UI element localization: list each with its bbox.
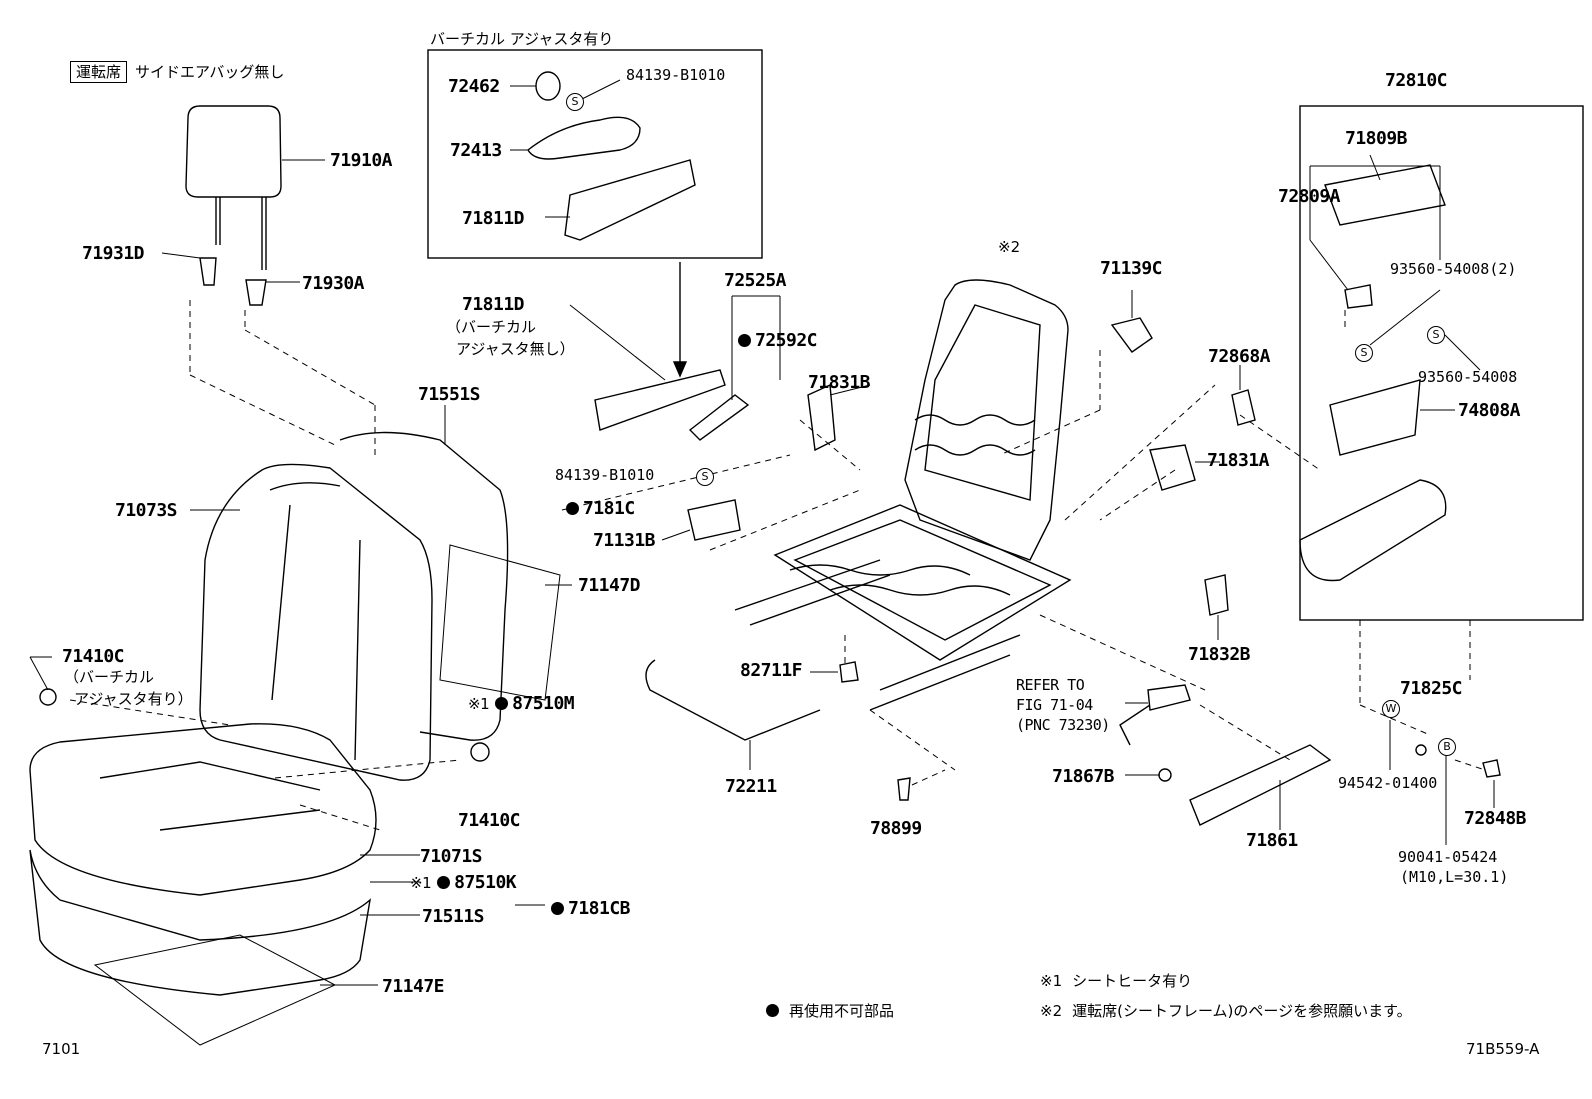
seat-note: サイドエアバッグ無し bbox=[135, 63, 285, 81]
part-71811D-mid: 71811D bbox=[462, 294, 525, 315]
part-71811D-note2: アジャスタ無し） bbox=[456, 340, 575, 358]
part-93560-54008: 93560-54008 bbox=[1418, 368, 1518, 386]
note1-text: シートヒータ有り bbox=[1072, 972, 1193, 990]
b-marker: B bbox=[1438, 738, 1456, 756]
part-87510M: ※1 87510M bbox=[468, 693, 575, 714]
part-87510K: ※1 87510K bbox=[410, 872, 517, 893]
part-72848B: 72848B bbox=[1464, 808, 1527, 829]
ref-line2: FIG 71-04 bbox=[1016, 696, 1093, 714]
note1-mark: ※1 bbox=[1040, 972, 1063, 990]
s-marker: S bbox=[1427, 326, 1445, 344]
part-71073S: 71073S bbox=[115, 500, 178, 521]
part-71147E: 71147E bbox=[382, 976, 445, 997]
part-71832B: 71832B bbox=[1188, 644, 1251, 665]
s-marker: S bbox=[566, 93, 584, 111]
nonreusable-dot bbox=[551, 902, 564, 915]
part-71131B: 71131B bbox=[593, 530, 656, 551]
part-72525A: 72525A bbox=[724, 270, 787, 291]
vertical-adjuster-box bbox=[427, 49, 763, 259]
part-93560-54008-2: 93560-54008(2) bbox=[1390, 260, 1517, 278]
leader-lines bbox=[29, 79, 1495, 986]
part-7181CB-text: 7181CB bbox=[568, 898, 631, 919]
part-72592C-text: 72592C bbox=[755, 330, 818, 351]
part-71831A: 71831A bbox=[1207, 450, 1270, 471]
part-72868A: 72868A bbox=[1208, 346, 1271, 367]
w-marker: W bbox=[1382, 700, 1400, 718]
part-71861: 71861 bbox=[1246, 830, 1298, 851]
legend-nonreusable-text: 再使用不可部品 bbox=[789, 1002, 895, 1020]
note2-mark: ※2 bbox=[1040, 1002, 1063, 1020]
part-71825C: 71825C bbox=[1400, 678, 1463, 699]
part-71551S: 71551S bbox=[418, 384, 481, 405]
nonreusable-dot bbox=[566, 502, 579, 515]
part-84139-top: 84139-B1010 bbox=[626, 66, 726, 84]
headrest-shape bbox=[185, 105, 282, 306]
part-71410C-bottom: 71410C bbox=[458, 810, 521, 831]
part-71071S: 71071S bbox=[420, 846, 483, 867]
nonreusable-dot bbox=[738, 334, 751, 347]
seat-header: 運転席サイドエアバッグ無し bbox=[70, 61, 285, 83]
part-7181C: 7181C bbox=[566, 500, 635, 518]
part-71139C: 71139C bbox=[1100, 258, 1163, 279]
vertical-adjuster-title: バーチカル アジャスタ有り bbox=[430, 30, 614, 48]
part-78899: 78899 bbox=[870, 818, 922, 839]
mark1b: ※1 bbox=[410, 874, 432, 892]
part-71809B: 71809B bbox=[1345, 128, 1408, 149]
legend-nonreusable: 再使用不可部品 bbox=[766, 1002, 894, 1020]
legend-note2: ※2 運転席(シートフレーム)のページを参照願います。 bbox=[1040, 1002, 1412, 1020]
part-71511S: 71511S bbox=[422, 906, 485, 927]
part-71831B: 71831B bbox=[808, 372, 871, 393]
s-marker: S bbox=[1355, 344, 1373, 362]
part-72809A: 72809A bbox=[1278, 186, 1341, 207]
seat-cushion-shape bbox=[29, 723, 377, 996]
part-7181CB: 7181CB bbox=[551, 898, 631, 919]
part-87510K-text: 87510K bbox=[454, 872, 517, 893]
part-90041-spec: (M10,L=30.1) bbox=[1400, 868, 1509, 886]
part-74808A: 74808A bbox=[1458, 400, 1521, 421]
s-marker: S bbox=[696, 468, 714, 486]
figure-code: 71B559-A bbox=[1466, 1040, 1540, 1058]
part-72462: 72462 bbox=[448, 76, 500, 97]
seat-back-shape bbox=[199, 431, 509, 781]
page-code: 7101 bbox=[42, 1040, 81, 1058]
console-box bbox=[1299, 105, 1584, 621]
part-71410C-left: 71410C bbox=[62, 646, 125, 667]
legend-note1: ※1 シートヒータ有り bbox=[1040, 972, 1192, 990]
part-72413: 72413 bbox=[450, 140, 502, 161]
mark1: ※1 bbox=[468, 695, 490, 713]
part-71410C-note1: （バーチカル bbox=[64, 668, 155, 686]
part-71147D: 71147D bbox=[578, 575, 641, 596]
nonreusable-dot bbox=[766, 1004, 779, 1017]
part-87510M-text: 87510M bbox=[512, 693, 575, 714]
nonreusable-dot bbox=[437, 876, 451, 889]
mark-2: ※2 bbox=[998, 238, 1021, 256]
small-parts-shapes bbox=[39, 71, 1501, 826]
part-7181C-text: 7181C bbox=[583, 498, 635, 519]
part-71811D-top: 71811D bbox=[462, 208, 525, 229]
part-72211: 72211 bbox=[725, 776, 777, 797]
ref-line3: (PNC 73230) bbox=[1016, 716, 1110, 734]
seat-tag: 運転席 bbox=[70, 61, 128, 83]
part-84139-mid: 84139-B1010 bbox=[555, 466, 655, 484]
part-71910A: 71910A bbox=[330, 150, 393, 171]
part-72592C: 72592C bbox=[738, 330, 818, 351]
part-94542-01400: 94542-01400 bbox=[1338, 774, 1438, 792]
part-71410C-note2: アジャスタ有り） bbox=[74, 690, 193, 708]
part-90041-05424: 90041-05424 bbox=[1398, 848, 1498, 866]
part-71931D: 71931D bbox=[82, 243, 145, 264]
note2-text: 運転席(シートフレーム)のページを参照願います。 bbox=[1072, 1002, 1412, 1020]
seat-frame-shape bbox=[734, 279, 1072, 711]
dashed-guides bbox=[69, 300, 1486, 831]
part-71811D-note1: （バーチカル bbox=[446, 318, 537, 336]
ref-line1: REFER TO bbox=[1016, 676, 1085, 694]
part-71867B: 71867B bbox=[1052, 766, 1115, 787]
nonreusable-dot bbox=[495, 697, 509, 710]
part-72810C: 72810C bbox=[1385, 70, 1448, 91]
part-82711F: 82711F bbox=[740, 660, 803, 681]
part-71930A: 71930A bbox=[302, 273, 365, 294]
